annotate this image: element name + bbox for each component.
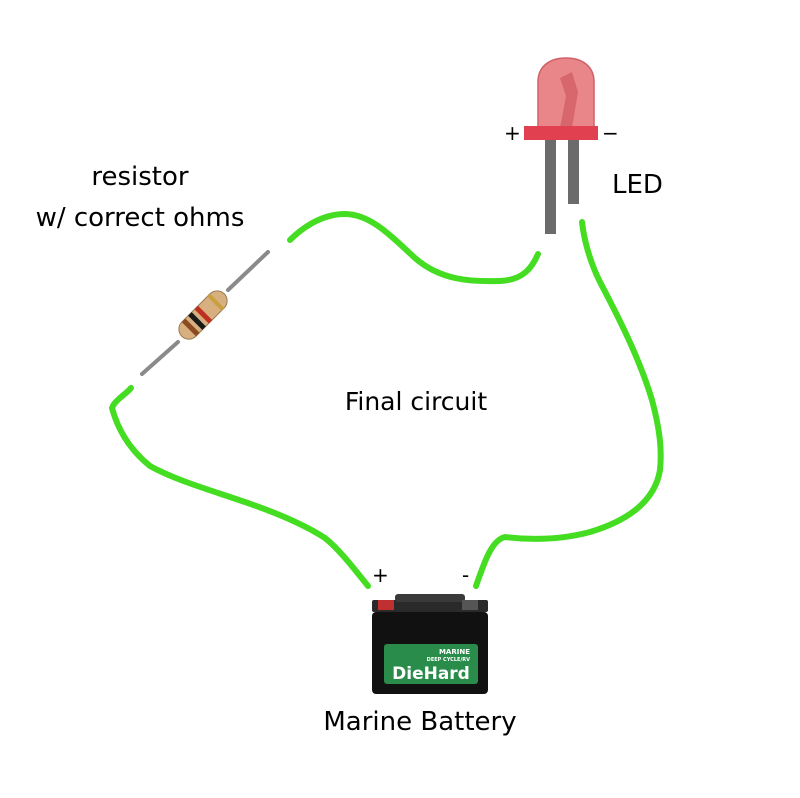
battery-terminal-negative: [462, 600, 478, 610]
wire-resistor-to-battery-plus: [109, 385, 371, 589]
led-lead-cathode: [568, 140, 579, 204]
battery-label-line2: DEEP CYCLE/RV: [427, 657, 470, 663]
led-rim: [524, 126, 598, 140]
battery-plus-label: +: [372, 563, 389, 587]
led-plus-label: +: [504, 121, 521, 145]
center-label: Final circuit: [345, 387, 488, 416]
led-anvil: [560, 72, 578, 128]
led-minus-label: −: [602, 121, 619, 145]
wires: [109, 211, 664, 589]
resistor-lead-top: [226, 250, 270, 292]
led-lead-anode: [545, 140, 556, 234]
battery: MARINE DEEP CYCLE/RV DieHard + -: [372, 563, 488, 694]
resistor: [140, 250, 270, 376]
battery-handle: [395, 594, 465, 602]
battery-label: Marine Battery: [323, 707, 516, 737]
battery-top: [372, 600, 488, 612]
battery-label-panel: [384, 644, 478, 684]
led-label: LED: [612, 170, 663, 200]
resistor-lead-bottom: [140, 340, 180, 376]
resistor-label-line1: resistor: [91, 162, 189, 192]
battery-brand: DieHard: [392, 664, 470, 684]
resistor-band-2: [188, 312, 206, 330]
battery-label-line1: MARINE: [439, 648, 470, 656]
wire-led-to-battery-minus: [473, 219, 664, 589]
resistor-label-line2: w/ correct ohms: [36, 203, 245, 233]
led: + −: [504, 57, 619, 234]
resistor-band-4: [207, 293, 225, 311]
battery-terminal-positive: [378, 600, 394, 610]
wire-resistor-to-led: [287, 211, 541, 285]
resistor-band-1: [181, 318, 200, 337]
resistor-band-3: [194, 305, 213, 324]
battery-minus-label: -: [462, 563, 469, 587]
